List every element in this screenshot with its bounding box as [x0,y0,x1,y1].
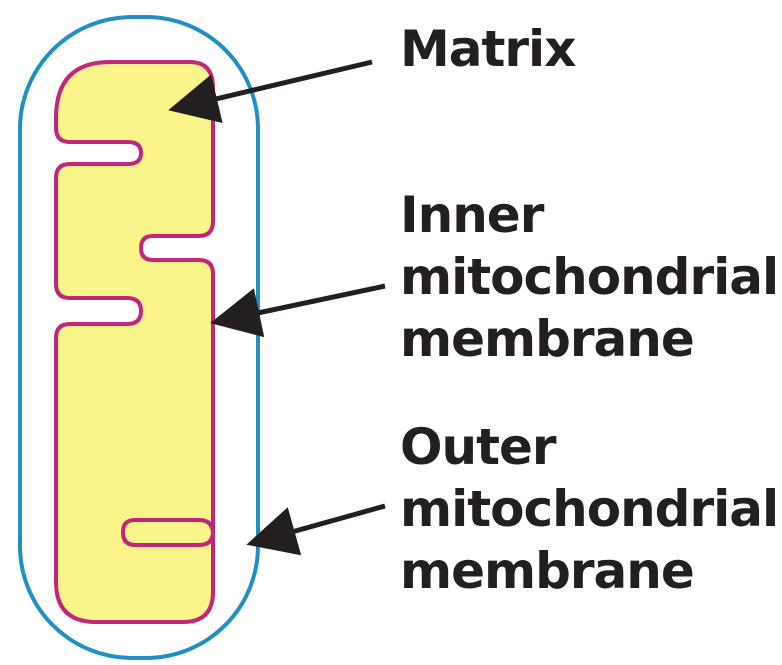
matrix-label-text: Matrix [400,20,576,78]
inner-membrane-label-line-3: membrane [400,310,695,368]
inner-membrane-arrow [210,283,386,338]
inner-membrane-label-line-2: mitochondrial [400,248,779,306]
outer-membrane-label-line-1: Outer [400,418,557,476]
inner-membrane-label-line-1: Inner [400,186,544,244]
outer-membrane-label-line-3: membrane [400,542,695,600]
matrix-label: Matrix [400,18,576,80]
matrix-arrow [168,59,373,124]
outer-membrane-arrow [246,503,386,556]
inner-membrane [54,60,215,624]
inner-membrane-label: Inner mitochondrial membrane [400,184,779,370]
outer-membrane-label-line-2: mitochondrial [400,480,779,538]
outer-membrane-label: Outer mitochondrial membrane [400,416,779,602]
